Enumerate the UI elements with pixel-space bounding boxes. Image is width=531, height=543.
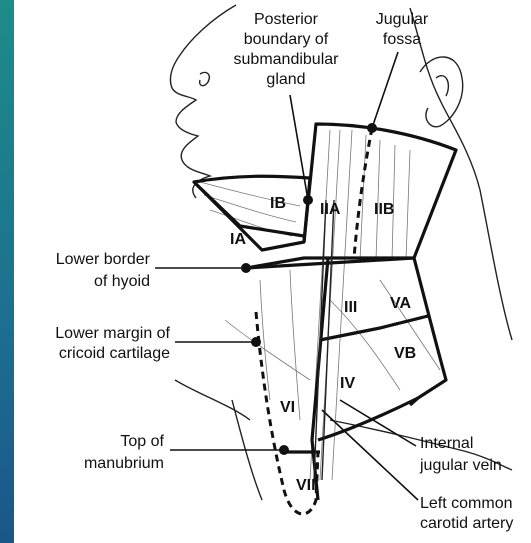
level-va: VA xyxy=(390,295,411,312)
level-iv: IV xyxy=(340,375,355,392)
svg-text:boundary of: boundary of xyxy=(244,31,329,48)
svg-text:Top of: Top of xyxy=(120,433,164,450)
label-left-common-carotid: Left common carotid artery xyxy=(420,495,513,532)
svg-text:cricoid cartilage: cricoid cartilage xyxy=(59,345,170,362)
label-top-manubrium: Top of manubrium xyxy=(84,433,165,472)
label-jugular-fossa: Jugular fossa xyxy=(376,11,429,48)
leader-lines xyxy=(155,52,418,500)
svg-text:Left common: Left common xyxy=(420,495,512,512)
level-vii: VII xyxy=(296,477,316,494)
svg-text:Internal: Internal xyxy=(420,435,473,452)
ia-ib-border xyxy=(196,184,304,236)
level-v-outline xyxy=(410,258,446,405)
svg-text:manubrium: manubrium xyxy=(84,455,164,472)
label-internal-jugular: Internal jugular vein xyxy=(419,435,502,474)
svg-text:Jugular: Jugular xyxy=(376,11,429,28)
svg-text:fossa: fossa xyxy=(383,31,421,48)
level-iii: III xyxy=(344,299,357,316)
level-iib: IIB xyxy=(374,201,394,218)
svg-text:carotid artery: carotid artery xyxy=(420,515,513,532)
svg-text:gland: gland xyxy=(266,71,305,88)
level-vi: VI xyxy=(280,399,295,416)
svg-text:Posterior: Posterior xyxy=(254,11,319,28)
head-outline xyxy=(170,5,512,500)
lower-level-iv-line xyxy=(318,398,418,440)
svg-text:of hyoid: of hyoid xyxy=(94,273,150,290)
level-iia: IIA xyxy=(320,201,341,218)
level-boundaries xyxy=(194,124,456,514)
submandibular-triangle-border xyxy=(194,176,310,250)
level-vb: VB xyxy=(394,345,416,362)
svg-text:Lower margin of: Lower margin of xyxy=(55,325,170,342)
svg-text:jugular vein: jugular vein xyxy=(419,457,502,474)
label-lower-border-hyoid: Lower border of hyoid xyxy=(56,251,151,290)
svg-text:Lower border: Lower border xyxy=(56,251,151,268)
label-lower-margin-cricoid: Lower margin of cricoid cartilage xyxy=(55,325,170,362)
label-posterior-boundary: Posterior boundary of submandibular glan… xyxy=(234,11,340,88)
level-ib: IB xyxy=(270,195,286,212)
svg-text:submandibular: submandibular xyxy=(234,51,340,68)
level-ia: IA xyxy=(230,231,246,248)
